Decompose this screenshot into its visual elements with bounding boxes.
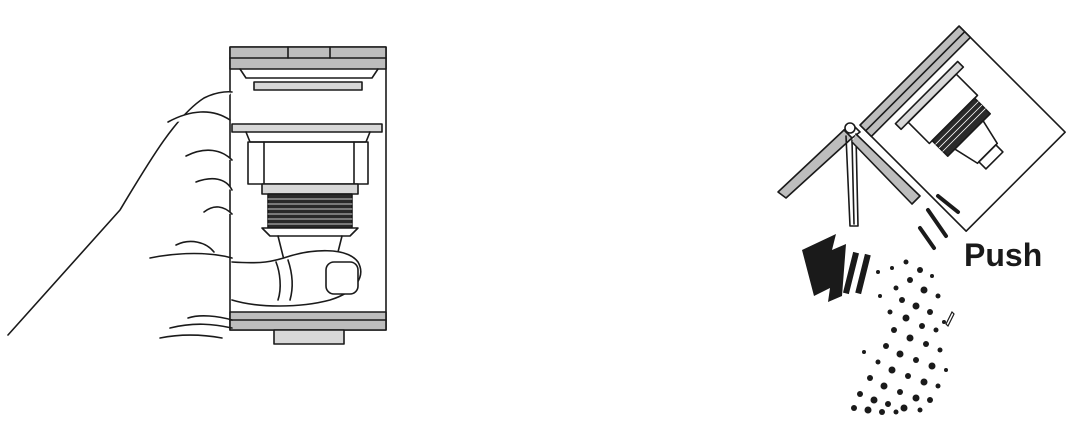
push-label: Push [964,237,1042,273]
falling-particles [851,260,948,416]
push-to-empty-illustration: Push [760,0,1068,423]
tilted-container [860,26,1065,231]
push-to-empty-drawing: Push [760,0,1068,423]
flake-icon [946,312,954,326]
hand-holding-container-drawing [0,0,420,423]
push-arrow-icon [802,234,871,302]
hand-holding-container-illustration [0,0,420,423]
